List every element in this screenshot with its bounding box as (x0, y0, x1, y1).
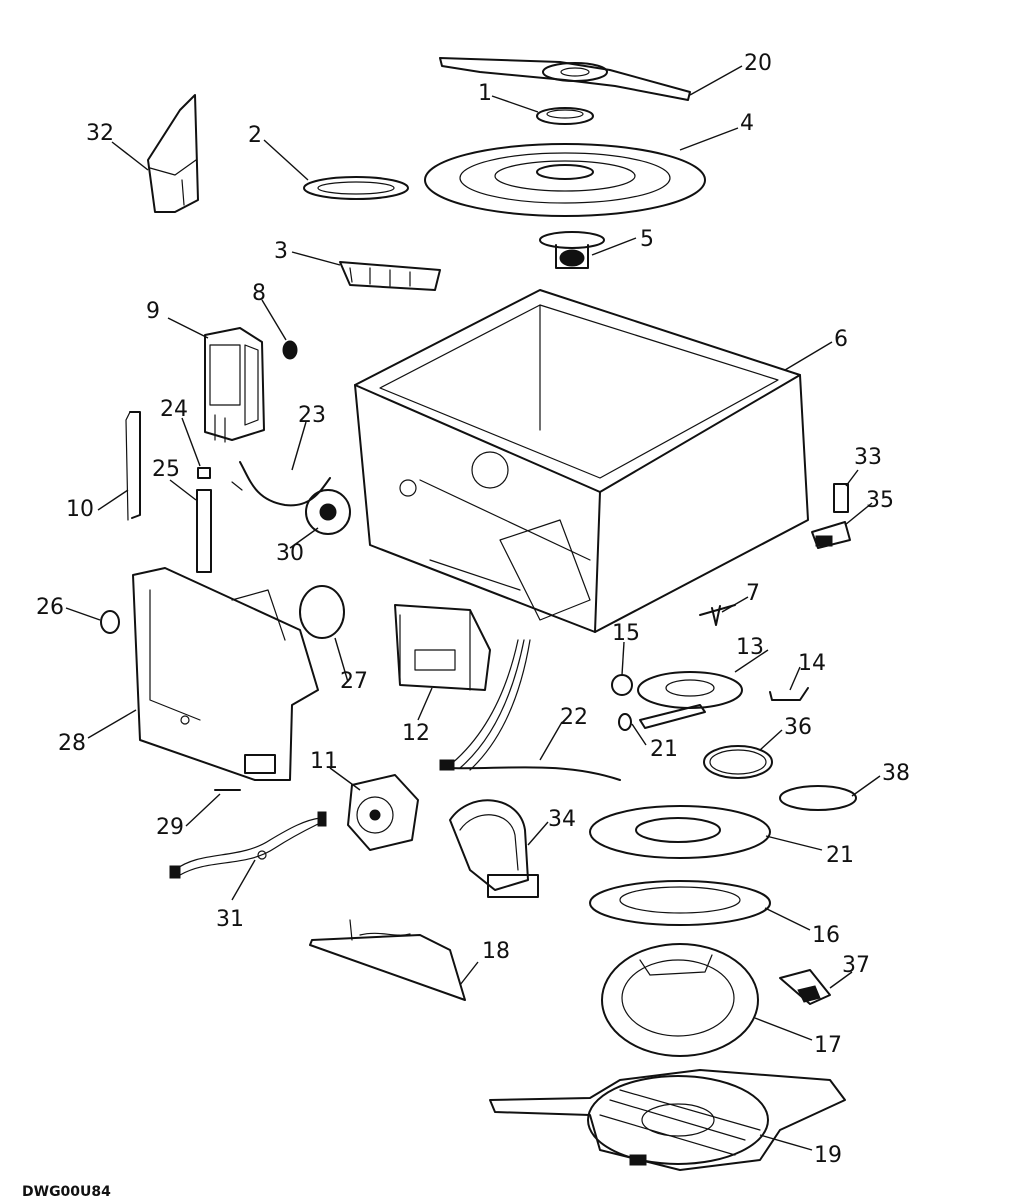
part-22-wire-harness (439, 639, 621, 781)
callout-3: 3 (274, 239, 288, 264)
callout-24: 24 (160, 397, 188, 422)
part-25-tube (196, 489, 212, 573)
part-32-dispenser-cup (147, 94, 199, 213)
callout-23: 23 (298, 403, 326, 428)
callout-21-lower: 21 (826, 843, 854, 868)
callout-9: 9 (146, 299, 160, 324)
part-33-clip (833, 483, 849, 513)
callout-37: 37 (842, 953, 870, 978)
callout-1: 1 (478, 81, 492, 106)
part-19-base-pan (489, 1069, 846, 1171)
callout-4: 4 (740, 111, 754, 136)
callout-13: 13 (736, 635, 764, 660)
callout-11: 11 (310, 749, 338, 774)
callout-36: 36 (784, 715, 812, 740)
part-38-ring (779, 785, 857, 811)
callout-10: 10 (66, 497, 94, 522)
part-21-small-seal (618, 713, 632, 731)
callout-33: 33 (854, 445, 882, 470)
part-21-large-ring (589, 805, 771, 859)
part-35-latch (811, 521, 851, 549)
part-8-fitting (282, 340, 298, 360)
part-11-pump-motor (347, 774, 419, 851)
callout-17: 17 (814, 1033, 842, 1058)
part-1-seal-ring (536, 107, 594, 125)
callout-8: 8 (252, 281, 266, 306)
part-12-control-board (394, 604, 491, 691)
part-4-filter-plate (424, 143, 706, 217)
callout-31: 31 (216, 907, 244, 932)
callout-14: 14 (798, 651, 826, 676)
callout-26: 26 (36, 595, 64, 620)
callout-16: 16 (812, 923, 840, 948)
part-17-base-ring (601, 943, 759, 1057)
part-6-tub (354, 289, 809, 633)
part-37-bracket (779, 969, 831, 1005)
callout-2: 2 (248, 123, 262, 148)
callout-labels: 20 1 4 32 2 5 3 8 9 6 24 23 25 10 33 35 … (22, 51, 910, 1200)
part-28-base-panel (132, 567, 319, 781)
part-36-ring (703, 745, 773, 779)
callout-30: 30 (276, 541, 304, 566)
callout-25: 25 (152, 457, 180, 482)
part-18-kick-panel (309, 919, 466, 1001)
part-9-control-module (204, 327, 265, 443)
callout-5: 5 (640, 227, 654, 252)
part-26-ring (100, 610, 120, 634)
part-14-bracket (769, 687, 809, 701)
callout-27: 27 (340, 669, 368, 694)
callout-20: 20 (744, 51, 772, 76)
callout-12: 12 (402, 721, 430, 746)
callout-21-upper: 21 (650, 737, 678, 762)
part-5-impeller (539, 231, 605, 269)
part-23-hose (231, 461, 331, 507)
part-20-upper-spray-arm (439, 57, 691, 101)
callout-32: 32 (86, 121, 114, 146)
callout-29: 29 (156, 815, 184, 840)
callout-22: 22 (560, 705, 588, 730)
callout-18: 18 (482, 939, 510, 964)
part-34-pump-housing (449, 799, 539, 898)
callout-34: 34 (548, 807, 576, 832)
part-27-o-ring (299, 585, 345, 639)
part-2-gasket (303, 176, 409, 200)
callout-28: 28 (58, 731, 86, 756)
drawing-number: DWG00U84 (22, 1184, 111, 1200)
part-7-screw (699, 604, 736, 626)
callout-15: 15 (612, 621, 640, 646)
part-10-bracket (125, 411, 141, 521)
callout-38: 38 (882, 761, 910, 786)
part-16-tub-seal (589, 880, 771, 926)
part-3-filter (339, 261, 441, 291)
part-24-connector (197, 467, 211, 479)
callout-6: 6 (834, 327, 848, 352)
leader-lines (65, 65, 881, 1151)
part-31-wire-harness (169, 811, 327, 879)
callout-35: 35 (866, 488, 894, 513)
callout-19: 19 (814, 1143, 842, 1168)
part-15-cap (611, 674, 633, 696)
part-13-heating-element (637, 671, 743, 729)
part-30-fan-wheel (305, 489, 351, 535)
callout-7: 7 (746, 581, 760, 606)
